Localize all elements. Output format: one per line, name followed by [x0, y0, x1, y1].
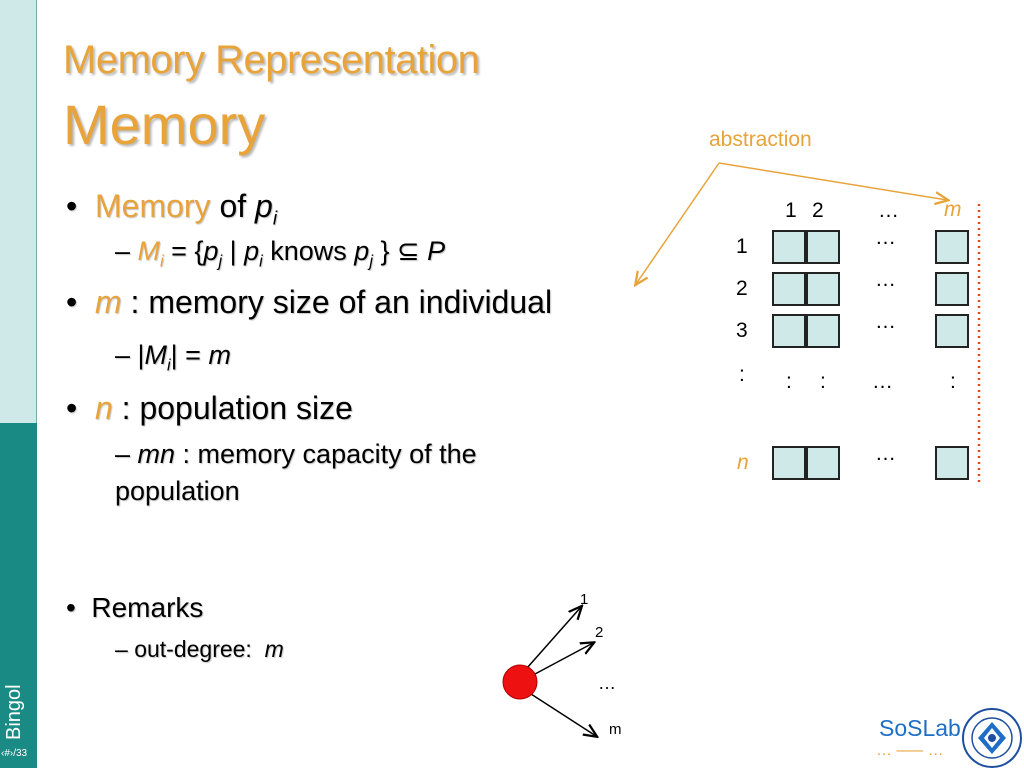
- row-label-3: 3: [736, 319, 748, 342]
- memory-cell: [772, 314, 806, 348]
- col-header-m: m: [944, 198, 962, 221]
- colon-cell: :: [820, 370, 826, 393]
- row-label-n: n: [737, 451, 749, 474]
- memory-cell: [935, 230, 969, 264]
- sidebar-bottom: [0, 423, 37, 768]
- bullet-dot: •: [66, 390, 95, 426]
- abstraction-arrow-right: [718, 162, 947, 200]
- sidebar-top: [0, 0, 37, 423]
- var-M2-sub: i: [167, 356, 171, 375]
- bullet-capacity-cont: population: [115, 476, 240, 506]
- var-pj-sub: j: [218, 252, 223, 271]
- slide-subtitle: Memory: [63, 93, 266, 156]
- slide-number: ‹#›/33: [1, 748, 28, 759]
- memory-size-text: : memory size of an individual: [121, 284, 553, 320]
- memory-cell: [772, 446, 806, 480]
- bullet-memory-size-def: – |Mi| = m: [115, 340, 231, 375]
- soslab-logo: SoSLab: [879, 715, 961, 741]
- var-m: m: [94, 284, 122, 320]
- dash: –: [115, 236, 138, 266]
- var-P: P: [427, 236, 446, 266]
- abstraction-arrow-left: [636, 162, 720, 284]
- graph-label-ellipsis: …: [598, 673, 616, 693]
- var-p-sub: i: [272, 208, 278, 230]
- abstraction-label: abstraction: [709, 128, 812, 151]
- var-pj2-sub: j: [369, 252, 373, 271]
- bullet-out-degree: – out-degree: m: [115, 636, 284, 663]
- bullet-memory-size: • m : memory size of an individual: [66, 284, 552, 321]
- graph-label-1: 1: [580, 591, 589, 608]
- var-pi: p: [244, 236, 260, 266]
- bullet-dot: •: [66, 188, 95, 224]
- of-word: of: [219, 188, 247, 224]
- edge-1: [526, 607, 581, 669]
- var-M: M: [137, 236, 161, 266]
- memory-cell: [935, 272, 969, 306]
- colon-cell: :: [786, 370, 792, 393]
- out-degree-text: out-degree:: [134, 636, 252, 662]
- row-ellipsis: …: [875, 442, 896, 465]
- edge-m: [530, 693, 596, 736]
- abs-close: | =: [170, 340, 209, 370]
- row-ellipsis: …: [875, 268, 896, 291]
- row-ellipsis: …: [875, 226, 896, 249]
- row-label-colon: :: [739, 363, 745, 386]
- population-size-text: : population size: [112, 390, 353, 426]
- bullet-dot: •: [66, 592, 92, 623]
- bar-text: |: [222, 236, 245, 266]
- bullet-dot: •: [66, 284, 95, 320]
- row-label-2: 2: [736, 277, 748, 300]
- edge-2: [534, 643, 593, 675]
- var-m2: m: [208, 340, 231, 370]
- col-header-1: 1: [785, 199, 797, 222]
- bullet-population-size: • n : population size: [66, 390, 353, 427]
- var-mn: mn: [137, 439, 176, 469]
- memory-cell: [772, 272, 806, 306]
- capacity-text: : memory capacity of the: [175, 439, 477, 469]
- bullet-memory: • Memory of pi: [66, 188, 277, 230]
- var-m3: m: [264, 636, 284, 662]
- subset-text: } ⊆: [372, 236, 428, 266]
- row-ellipsis: …: [875, 310, 896, 333]
- var-M-sub: i: [160, 252, 164, 271]
- var-M2: M: [144, 340, 168, 370]
- dash: –: [115, 636, 135, 662]
- graph-node: [502, 664, 538, 700]
- var-n: n: [94, 390, 113, 426]
- bullet-remarks: • Remarks: [66, 592, 203, 624]
- bullet-capacity: – mn : memory capacity of the: [115, 439, 477, 470]
- memory-cell: [935, 314, 969, 348]
- dash: –: [115, 439, 138, 469]
- memory-cell: [806, 272, 840, 306]
- knows-text: knows: [262, 236, 355, 266]
- remarks-text: Remarks: [91, 592, 204, 623]
- bullet-memory-def: – Mi = {pj | pi knows pj } ⊆ P: [115, 236, 445, 271]
- col-header-ellipsis: …: [878, 199, 899, 222]
- soslab-dots: … ––– …: [876, 742, 944, 759]
- graph-label-m: m: [609, 721, 622, 738]
- var-pj: p: [203, 236, 219, 266]
- sidebar-name: Bingol: [3, 684, 25, 740]
- colon-ellipsis: …: [872, 370, 893, 393]
- row-label-1: 1: [736, 235, 748, 258]
- memory-cell: [806, 446, 840, 480]
- graph-label-2: 2: [595, 624, 604, 641]
- var-pi-sub: i: [259, 252, 263, 271]
- memory-cell: [935, 446, 969, 480]
- dash: –: [115, 340, 138, 370]
- var-p: p: [255, 188, 273, 224]
- memory-cell: [806, 314, 840, 348]
- abs-open: |: [137, 340, 145, 370]
- colon-cell: :: [950, 370, 956, 393]
- slide-title: Memory Representation: [63, 38, 480, 82]
- memory-word: Memory: [94, 188, 211, 224]
- eq-text: = {: [163, 236, 204, 266]
- var-pj2: p: [354, 236, 370, 266]
- col-header-2: 2: [812, 199, 824, 222]
- memory-cell: [772, 230, 806, 264]
- university-seal-icon: [962, 708, 1022, 768]
- memory-cell: [806, 230, 840, 264]
